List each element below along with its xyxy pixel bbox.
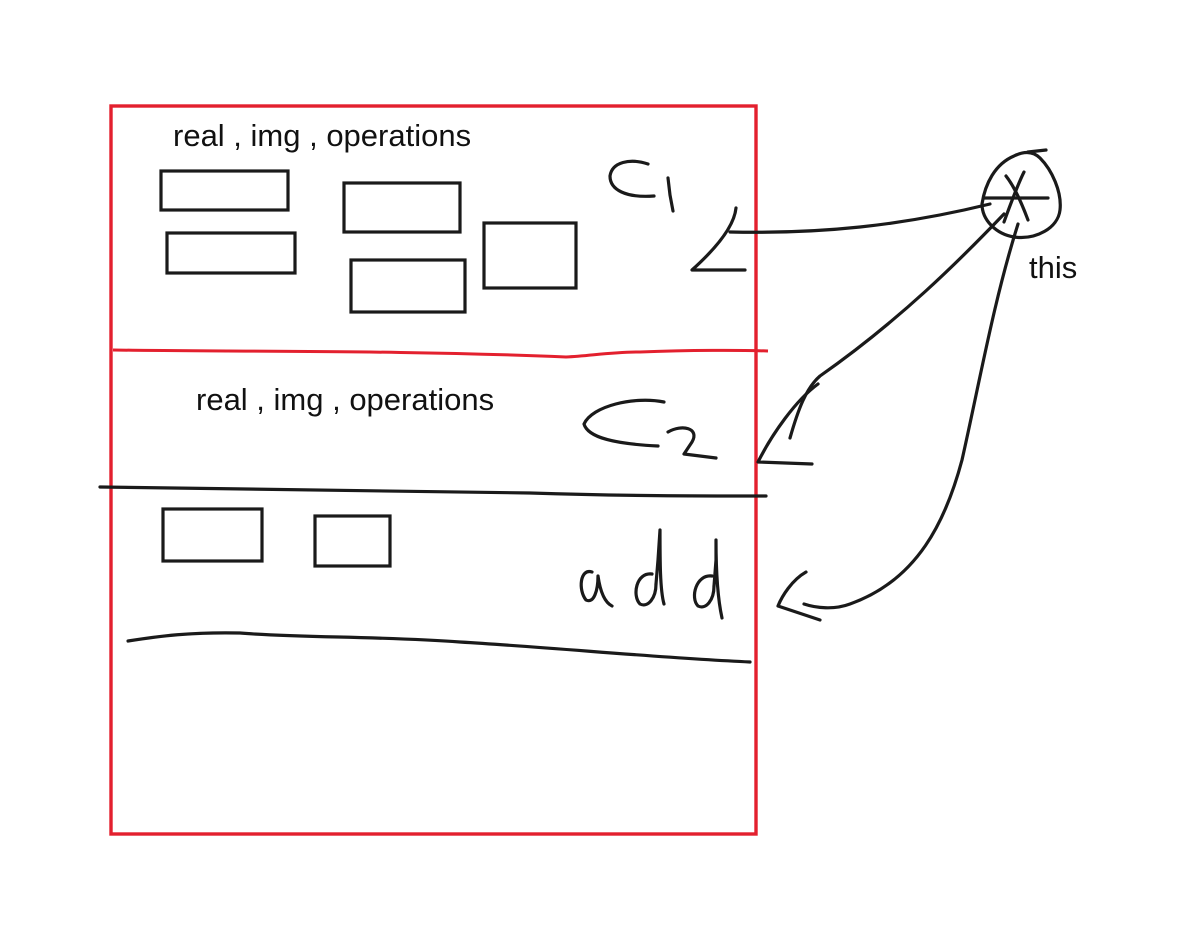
field-box	[159, 169, 290, 212]
circle-with-cross-icon	[980, 148, 1062, 240]
pointer-to-add-arrow	[776, 222, 1020, 622]
param-box	[313, 514, 392, 568]
pointer-to-c2-arrow	[756, 212, 1006, 466]
memory-frame	[109, 104, 758, 836]
section-divider-red	[112, 348, 769, 359]
param-box	[161, 507, 264, 563]
section-divider-black	[98, 485, 768, 498]
c2-label-handwritten: C2	[582, 398, 718, 460]
field-box	[165, 231, 297, 275]
section2-fields-text: real , img , operations	[196, 382, 494, 417]
section-divider-bottom	[126, 631, 752, 664]
pointer-to-c1-arrow	[690, 202, 992, 272]
this-label: this	[1029, 250, 1077, 285]
add-label-handwritten: add	[579, 528, 724, 620]
c1-label-handwritten: C1	[608, 159, 675, 213]
section1-fields-text: real , img , operations	[173, 118, 471, 153]
field-box	[342, 181, 462, 234]
field-box	[482, 221, 578, 290]
field-box	[349, 258, 467, 314]
